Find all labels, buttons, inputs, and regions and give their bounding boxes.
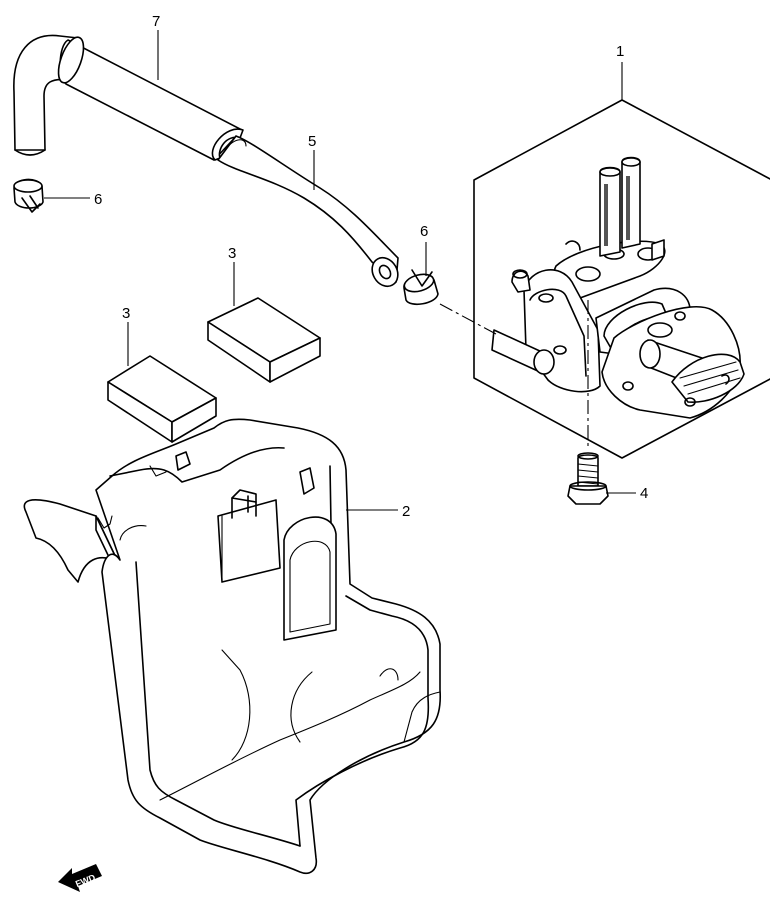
- part-3-pad-upper[interactable]: [207, 297, 321, 383]
- part-6-clip-left[interactable]: [13, 178, 44, 213]
- part-7-hose[interactable]: [13, 34, 244, 161]
- part-5-hose[interactable]: [217, 135, 403, 291]
- part-2-tray[interactable]: [23, 418, 442, 874]
- callout-3-upper: 3: [228, 245, 236, 262]
- callout-6-left: 6: [94, 191, 102, 208]
- callout-2: 2: [402, 503, 410, 520]
- part-3-pad-lower[interactable]: [107, 355, 217, 443]
- callout-4: 4: [640, 485, 648, 502]
- part-4-bolt[interactable]: [567, 452, 609, 505]
- callout-3-lower: 3: [122, 305, 130, 322]
- callout-1: 1: [616, 43, 624, 60]
- part-6-clip-right[interactable]: [402, 269, 439, 306]
- callout-7: 7: [152, 13, 160, 30]
- callout-6-right: 6: [420, 223, 428, 240]
- part-1-fuel-valve[interactable]: [473, 99, 770, 459]
- callout-5: 5: [308, 133, 316, 150]
- fwd-arrow-icon: FWD: [58, 864, 102, 892]
- assembly-line-clip-valve: [439, 303, 497, 335]
